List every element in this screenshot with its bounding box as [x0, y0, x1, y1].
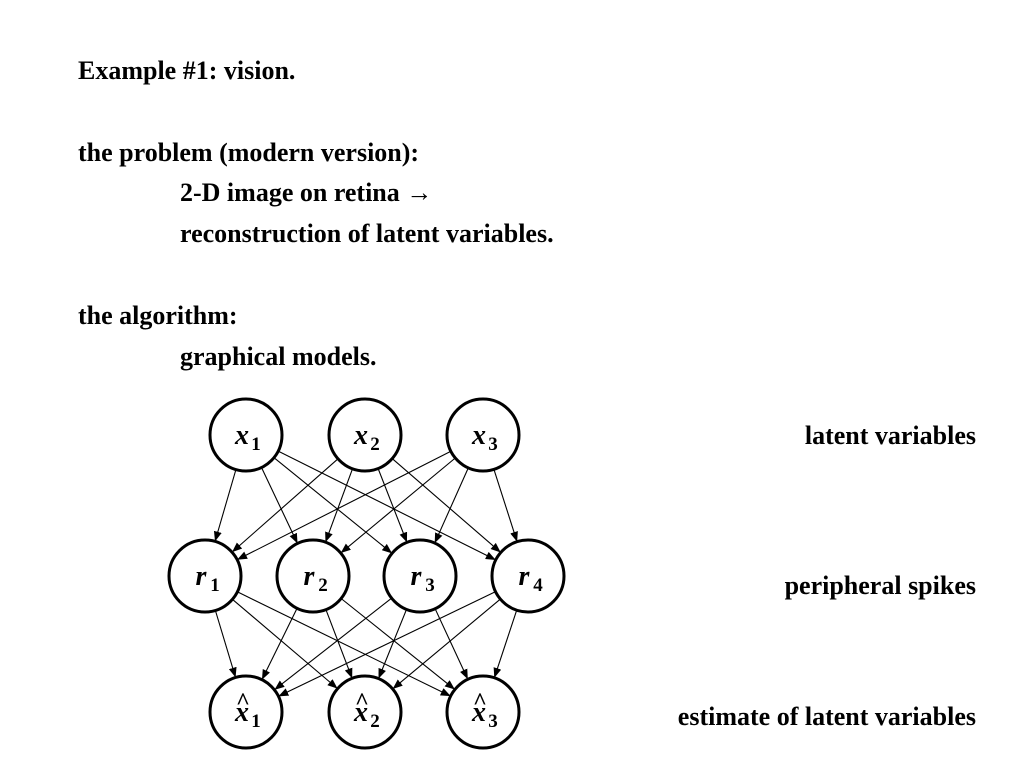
node-variable: r [411, 561, 423, 592]
edge-r2-to-xhat2 [325, 609, 353, 679]
node-circle [445, 674, 521, 750]
node-variable: x [234, 697, 249, 728]
layer-label-latent: latent variables [804, 421, 976, 450]
edge-r1-to-xhat3 [237, 591, 451, 697]
edge-r3-to-xhat3 [434, 608, 468, 680]
node-circle [327, 397, 403, 473]
edge-x1-to-r1 [213, 469, 237, 542]
edge-x3-to-r4 [493, 469, 518, 542]
edge-x3-to-r2 [340, 457, 456, 554]
algorithm-line-1: graphical models. [180, 342, 377, 371]
layer-label-estimate: estimate of latent variables [677, 702, 976, 731]
node-variable: x [471, 420, 486, 451]
edge-r1-to-xhat1 [214, 610, 237, 678]
node-circle [490, 538, 566, 614]
node-hat: ^ [236, 689, 250, 715]
edge-r4-to-xhat3 [493, 610, 518, 678]
edge-r2-to-xhat3 [340, 598, 455, 690]
edge-x2-to-r4 [391, 458, 501, 553]
node-subscript: 1 [210, 575, 220, 596]
edge-r3-to-xhat1 [274, 597, 392, 690]
edge-x3-to-r3 [434, 467, 469, 544]
node-variable: r [196, 561, 208, 592]
node-subscript: 2 [370, 711, 380, 732]
node-variable: x [353, 420, 368, 451]
node-circle [445, 397, 521, 473]
node-circle [208, 674, 284, 750]
edge-r4-to-xhat2 [392, 598, 501, 689]
algorithm-heading: the algorithm: [78, 301, 238, 330]
edge-x2-to-r1 [232, 458, 339, 553]
edge-x1-to-r3 [273, 457, 393, 554]
node-subscript: 3 [425, 575, 435, 596]
node-subscript: 1 [251, 711, 261, 732]
node-circle [208, 397, 284, 473]
layer-label-peripheral: peripheral spikes [784, 571, 976, 600]
node-circle [167, 538, 243, 614]
edge-x3-to-r1 [237, 450, 452, 560]
edge-x2-to-r3 [377, 468, 408, 543]
node-variable: x [353, 697, 368, 728]
node-subscript: 1 [251, 434, 261, 455]
problem-heading: the problem (modern version): [78, 138, 420, 167]
node-circle [327, 674, 403, 750]
slide-title: Example #1: vision. [78, 56, 296, 85]
node-variable: x [234, 420, 249, 451]
edges-group [213, 450, 518, 697]
node-variable: x [471, 697, 486, 728]
node-subscript: 3 [488, 711, 498, 732]
edge-x2-to-r2 [325, 468, 354, 543]
node-circle [275, 538, 351, 614]
node-variable: r [519, 561, 531, 592]
problem-line-1: 2-D image on retina → [180, 178, 433, 207]
node-variable: r [304, 561, 316, 592]
edge-r3-to-xhat2 [378, 609, 408, 679]
node-subscript: 4 [533, 575, 543, 596]
node-subscript: 2 [370, 434, 380, 455]
problem-line-2: reconstruction of latent variables. [180, 219, 554, 248]
node-subscript: 2 [318, 575, 328, 596]
node-hat: ^ [473, 689, 487, 715]
edge-r4-to-xhat1 [278, 591, 496, 697]
node-hat: ^ [355, 689, 369, 715]
edge-x1-to-r4 [277, 450, 496, 560]
edge-x1-to-r2 [261, 467, 298, 544]
edge-r1-to-xhat2 [232, 598, 338, 689]
node-subscript: 3 [488, 434, 498, 455]
node-circle [382, 538, 458, 614]
edge-r2-to-xhat1 [261, 608, 298, 680]
